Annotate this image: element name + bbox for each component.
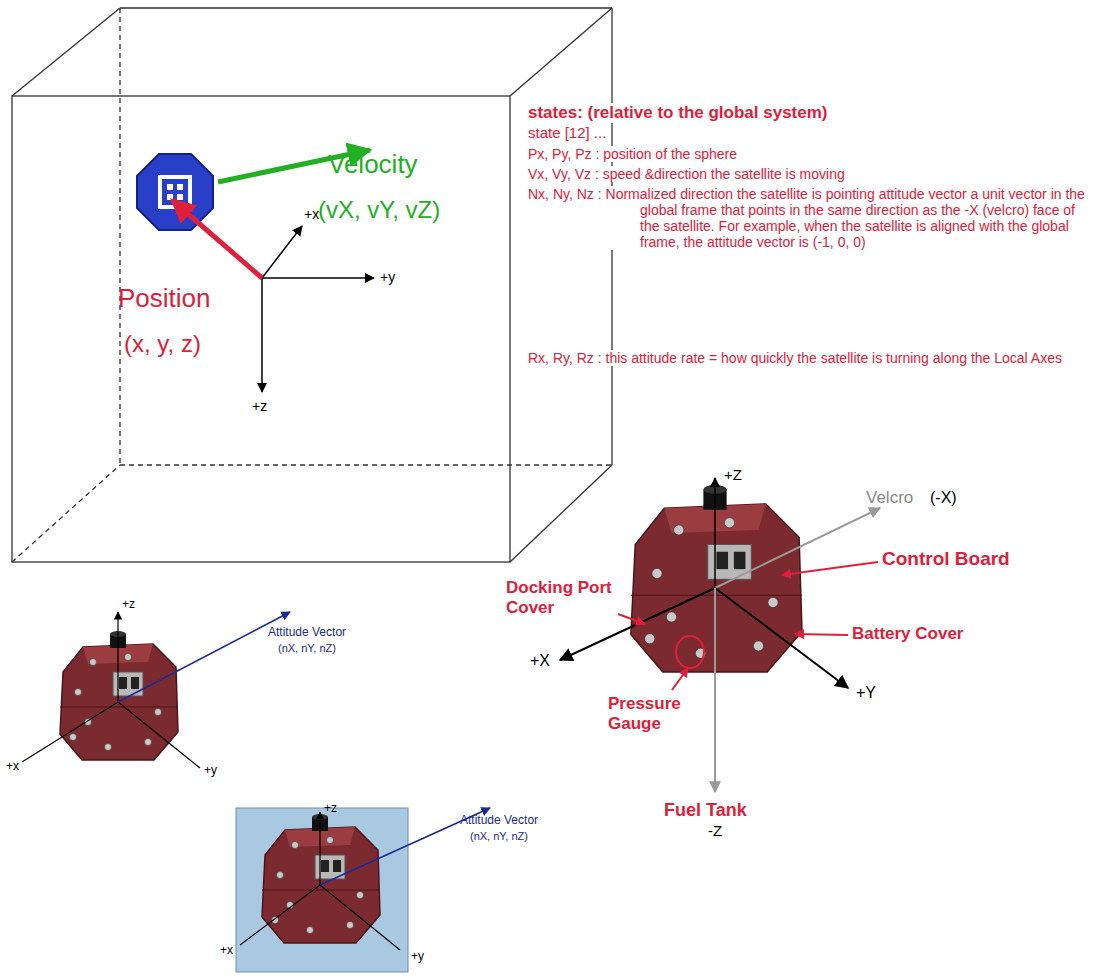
axis-label: +z [324,802,337,816]
axis-label: +x [220,944,233,958]
axis-label: (-X) [930,489,957,507]
axis-label: +x [304,206,319,222]
vector-label: Attitude Vector [460,814,538,828]
state-heading: state [12] ... [528,124,606,141]
highlight-square [236,808,408,972]
axis-label: +z [252,398,267,414]
vector-label: Attitude Vector [268,626,346,640]
vector-label: Velocity [328,150,418,180]
vector-label: Position [118,284,211,314]
axis-label: +Z [724,466,742,483]
state-heading: states: (relative to the global system) [528,103,827,123]
state-description: Rx, Ry, Rz : this attitude rate = how qu… [528,350,1088,366]
sphere-icon [137,154,213,230]
satellite-illustration [560,478,880,792]
part-label: Fuel Tank [664,800,747,821]
part-label: Velcro [866,488,913,508]
axis-label: +y [411,950,424,964]
vector-label: (nX, nY, nZ) [278,642,336,655]
part-label: Battery Cover [852,624,964,644]
satellite-illustration [22,612,290,768]
axis-label: +y [380,269,395,285]
vector-label: (nX, nY, nZ) [470,830,528,843]
state-description: Vx, Vy, Vz : speed &direction the satell… [528,166,845,182]
state-description: Px, Py, Pz : position of the sphere [528,146,737,162]
part-label: Docking Port Cover [506,578,618,617]
part-label: Control Board [882,548,1010,570]
axis-label: +x [6,760,19,774]
workspace-cube [12,8,612,562]
vector-label: (x, y, z) [124,330,201,358]
state-description: Nx, Ny, Nz : Normalized direction the sa… [528,186,1088,250]
axis-label: -Z [708,822,722,839]
global-axes [262,226,374,392]
axis-label: +X [530,652,550,670]
position-arrow [172,200,262,278]
axis-label: +y [204,764,217,778]
axis-label: +z [122,598,135,612]
satellite-illustration [240,808,490,950]
axis-label: +Y [856,684,876,702]
part-label: Pressure Gauge [608,694,708,733]
vector-label: (vX, vY, vZ) [318,196,440,224]
callout-leaders [618,562,878,690]
